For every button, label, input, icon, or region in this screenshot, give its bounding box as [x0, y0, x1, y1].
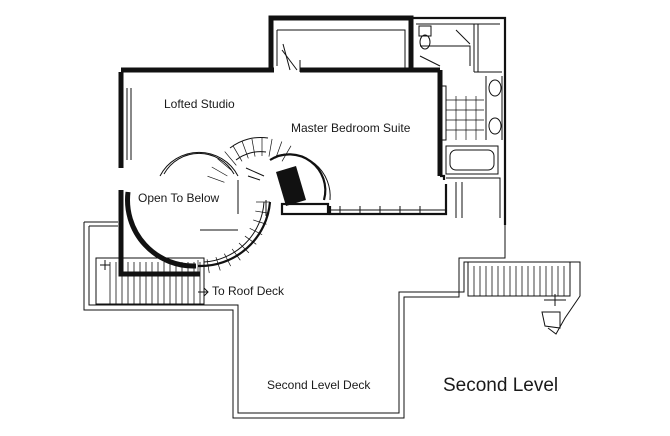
exterior-walls — [118, 15, 448, 277]
stair-tread — [241, 141, 249, 159]
bathroom — [411, 16, 507, 225]
arrow-icon — [198, 287, 209, 297]
stair-tread — [224, 253, 231, 267]
left-deck-stair — [95, 257, 205, 305]
stair-tread — [231, 248, 241, 261]
level-title: Second Level — [443, 375, 558, 396]
right-deck-stair — [467, 261, 581, 335]
stair-tread — [251, 138, 256, 157]
stair-tread — [249, 228, 263, 235]
stair-tread — [238, 242, 250, 254]
stair-tread — [253, 219, 267, 225]
stair-tread — [255, 210, 270, 214]
interior-walls — [126, 29, 406, 160]
label-to-roof-deck: To Roof Deck — [212, 284, 285, 298]
spiral-stair — [125, 136, 331, 274]
label-master-bedroom-suite: Master Bedroom Suite — [291, 121, 411, 135]
stair-tread — [211, 166, 228, 177]
stair-tread — [232, 145, 243, 162]
stair-tread — [207, 175, 225, 183]
label-lofted-studio: Lofted Studio — [164, 97, 235, 111]
stair-tread — [224, 151, 237, 166]
label-second-level-deck: Second Level Deck — [267, 378, 371, 392]
stair-tread — [217, 158, 232, 171]
bedroom-windows — [339, 206, 421, 214]
stair-tread — [215, 257, 221, 271]
stair-tread — [244, 235, 257, 245]
label-open-to-below: Open To Below — [138, 191, 219, 205]
stair-tread — [206, 259, 210, 274]
stair-tread — [268, 138, 273, 157]
deck-outline — [83, 221, 509, 419]
